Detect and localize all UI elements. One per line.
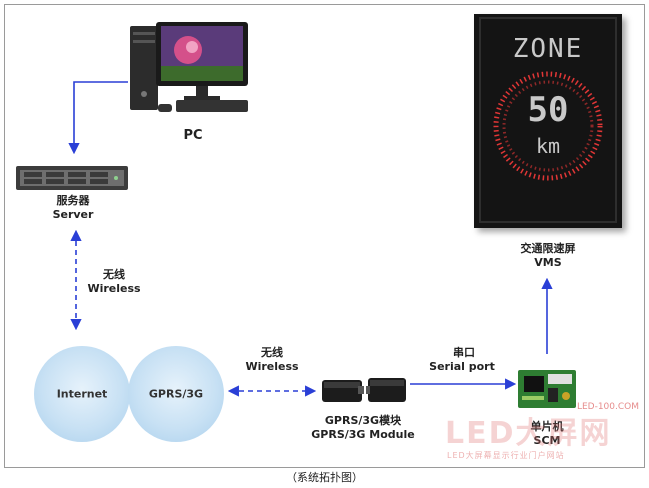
gprs-3g-label: GPRS/3G [148,387,204,401]
scm-label-en: SCM [533,434,561,447]
vms-zone-text: ZONE [512,34,584,64]
diagram-caption: （系统拓扑图） [286,471,363,484]
wireless-vertical-label-cn: 无线 [103,268,125,281]
vms-speed-value: 50 [527,90,569,130]
vms-sign: ZONE 50 km [474,14,622,228]
internet-cloud: Internet [34,346,130,442]
scm-board-icon [518,370,576,408]
serial-port-label-en: Serial port [429,360,495,373]
wireless-horizontal-label-cn: 无线 [261,346,283,359]
internet-label: Internet [56,387,108,401]
scm-label-cn: 单片机 [530,420,564,433]
server-label-en: Server [52,208,94,221]
server-icon [16,166,128,190]
pc-icon [130,22,248,112]
serial-port-label-cn: 串口 [453,346,475,359]
pc-label: PC [183,128,203,143]
vms-speed-unit: km [535,134,561,158]
gprs-module-icon [322,378,406,402]
gprs-3g-network: GPRS/3G [128,346,224,442]
vms-led-panel [479,17,617,223]
pc-to-server-arrow [68,81,128,155]
gprs-module-label-cn: GPRS/3G模块 [324,414,402,427]
vms-label-en: VMS [534,256,562,269]
vms-label-cn: 交通限速屏 [520,242,576,255]
gprs-module-label-en: GPRS/3G Module [311,428,415,441]
server-label-cn: 服务器 [56,194,90,207]
wireless-vertical-label-en: Wireless [87,282,141,295]
wireless-horizontal-label-en: Wireless [245,360,299,373]
